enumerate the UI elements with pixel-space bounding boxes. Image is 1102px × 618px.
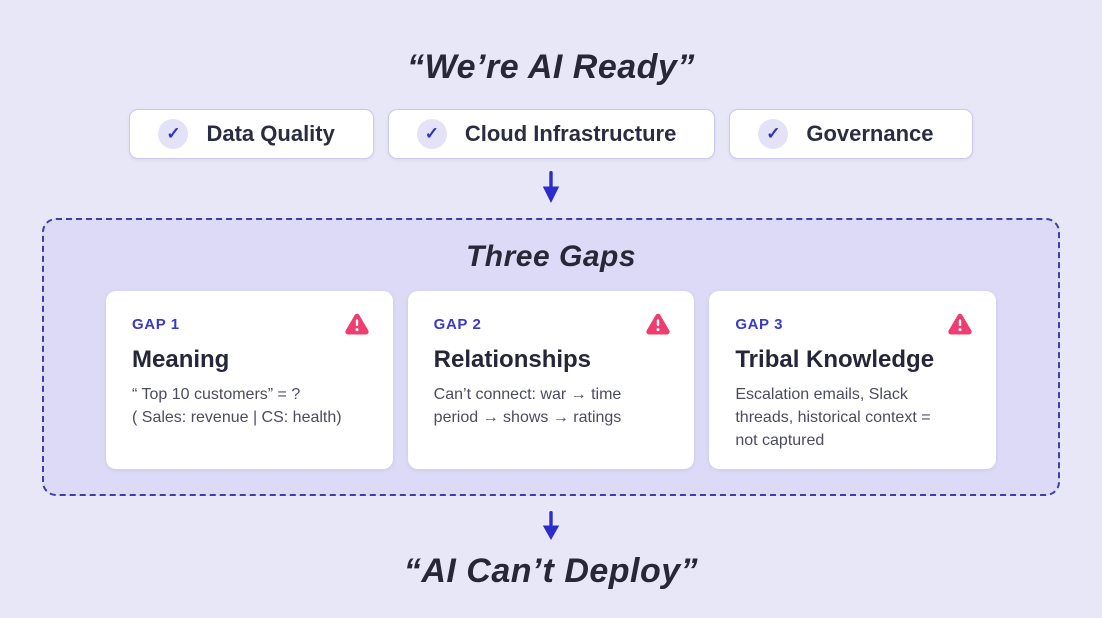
gap-card-body: Can’t connect: war → time period → shows… xyxy=(434,383,671,429)
check-icon: ✓ xyxy=(416,119,447,149)
gap-card-title: Meaning xyxy=(132,346,230,373)
gap-card-body: “ Top 10 customers” = ? ( Sales: revenue… xyxy=(132,383,369,429)
top-title: “We’re AI Ready” xyxy=(407,48,695,86)
check-icon: ✓ xyxy=(758,119,789,149)
body-line: not captured xyxy=(735,432,825,449)
pill-label: Governance xyxy=(806,121,934,146)
gap-tag: GAP 1 xyxy=(132,315,180,333)
gap-card-title: Tribal Knowledge xyxy=(735,346,935,373)
gaps-panel-title: Three Gaps xyxy=(465,240,637,273)
gap-tag: GAP 2 xyxy=(433,315,482,333)
pill-data-quality: ✓ Data Quality xyxy=(129,109,374,159)
gap-card-meaning: GAP 1 Meaning “ Top 10 customers” = ? ( … xyxy=(106,291,393,469)
bottom-title: “AI Can’t Deploy” xyxy=(403,552,699,590)
gap-card-title: Relationships xyxy=(433,346,592,373)
gap-tag: GAP 3 xyxy=(735,315,784,333)
warning-icon xyxy=(345,313,369,335)
pill-label: Cloud Infrastructure xyxy=(464,121,677,146)
gap-cards-row: GAP 1 Meaning “ Top 10 customers” = ? ( … xyxy=(106,291,997,469)
body-line: “ Top 10 customers” = ? xyxy=(132,386,301,403)
down-arrow-icon xyxy=(542,511,560,540)
warning-icon xyxy=(646,313,670,335)
three-gaps-panel: Three Gaps GAP 1 Meaning “ Top 10 custom… xyxy=(42,218,1060,496)
body-line: Escalation emails, Slack xyxy=(735,386,908,403)
gap-card-tribal-knowledge: GAP 3 Tribal Knowledge Escalation emails… xyxy=(709,291,997,469)
pill-governance: ✓ Governance xyxy=(729,109,973,159)
readiness-pills-row: ✓ Data Quality ✓ Cloud Infrastructure ✓ … xyxy=(129,109,973,159)
gap-card-relationships: GAP 2 Relationships Can’t connect: war →… xyxy=(407,291,695,469)
pill-label: Data Quality xyxy=(206,121,335,146)
body-line: ( Sales: revenue | CS: health) xyxy=(132,409,342,426)
gap-card-body: Escalation emails, Slack threads, histor… xyxy=(735,383,972,452)
body-line: period → shows → ratings xyxy=(433,409,622,426)
body-line: Can’t connect: war → time xyxy=(433,386,622,403)
pill-cloud-infrastructure: ✓ Cloud Infrastructure xyxy=(387,109,716,159)
down-arrow-icon xyxy=(542,171,560,203)
check-icon: ✓ xyxy=(158,119,189,149)
warning-icon xyxy=(948,313,972,335)
body-line: threads, historical context = xyxy=(735,409,931,426)
